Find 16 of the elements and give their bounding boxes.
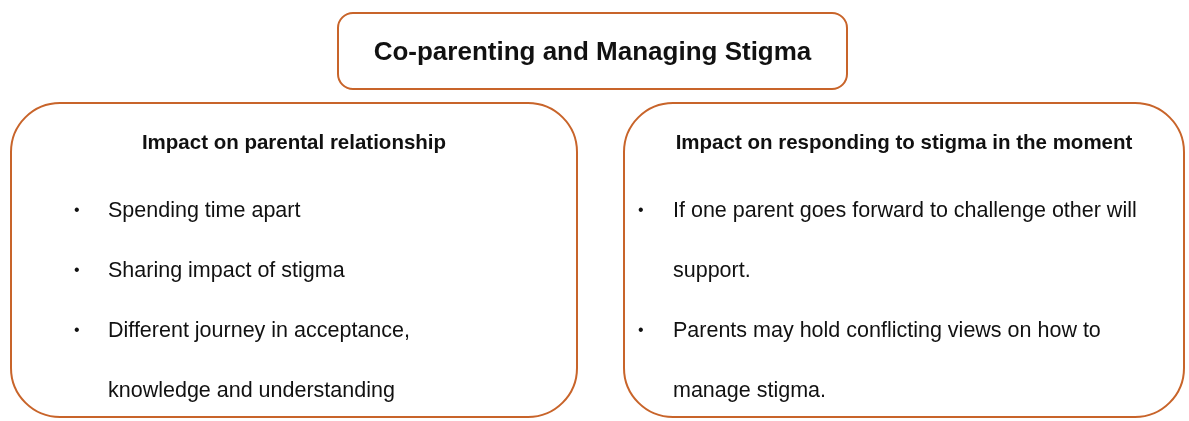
bullet-text: Spending time apart (108, 197, 302, 224)
bullet-text: Different journey in acceptance, knowledge and understanding (108, 317, 411, 404)
bullet-text: If one parent goes forward to challenge other will support. (673, 197, 1138, 284)
bullet-mark: • (74, 200, 81, 220)
bullet-mark: • (638, 200, 645, 220)
bullet-mark: • (74, 260, 81, 280)
bullet-text: Parents may hold conflicting views on how to manage stigma. (673, 317, 1102, 404)
bullet-mark: • (638, 320, 645, 340)
rounded-box (10, 102, 578, 418)
box-heading: Impact on parental relationship (140, 129, 448, 155)
box-heading: Impact on responding to stigma in the moment (674, 129, 1134, 155)
bullet-text: Sharing impact of stigma (108, 257, 346, 284)
rounded-box (623, 102, 1185, 418)
title-text: Co-parenting and Managing Stigma (373, 35, 812, 67)
rounded-box (337, 12, 848, 90)
bullet-mark: • (74, 320, 81, 340)
